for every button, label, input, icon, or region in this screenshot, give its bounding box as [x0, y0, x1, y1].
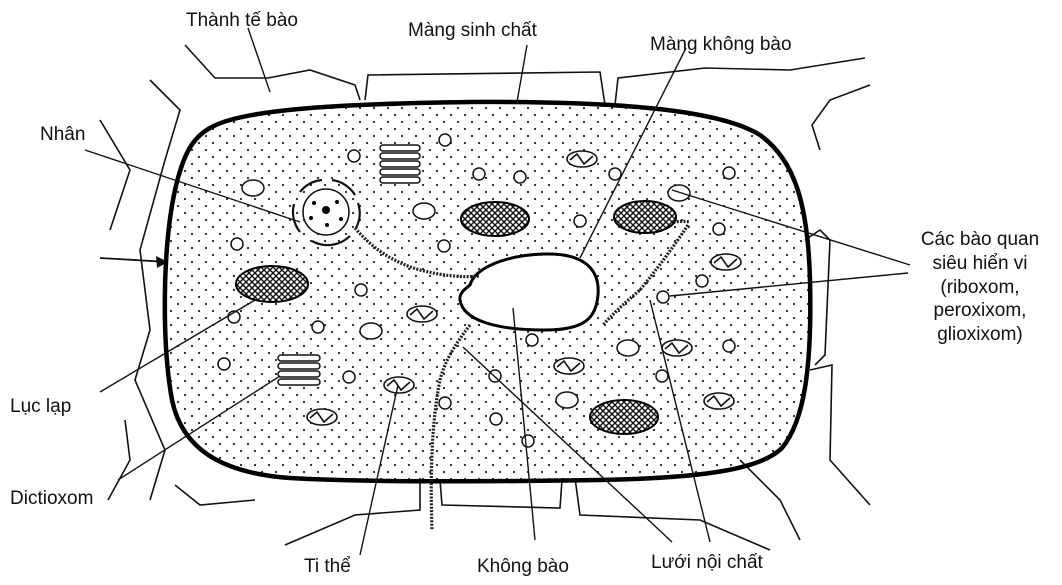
mitochondrion [554, 358, 584, 374]
mitochondrion [407, 306, 437, 322]
mitochondrion [384, 377, 414, 393]
mitochondrion [307, 409, 337, 425]
label-mitochondrion: Ti thể [304, 556, 351, 578]
mitochondrion [711, 254, 741, 270]
label-plasma-membrane: Màng sinh chất [408, 20, 537, 42]
cell-wall-arrow [100, 256, 168, 268]
chloroplast [461, 202, 529, 236]
mitochondrion [662, 340, 692, 356]
dictyosome [380, 145, 420, 183]
label-dictyosome: Dictioxom [10, 488, 93, 510]
chloroplast [614, 201, 676, 233]
label-microbodies: Các bào quan siêu hiển vi (riboxom, pero… [905, 228, 1055, 347]
label-microbodies-line5: glioxixom) [905, 323, 1055, 347]
chloroplast [236, 266, 308, 302]
label-cell-wall: Thành tế bào [186, 10, 298, 32]
label-nucleus: Nhân [40, 124, 85, 146]
mitochondrion [567, 151, 597, 167]
label-chloroplast: Lục lạp [10, 396, 71, 418]
label-microbodies-line3: (riboxom, [905, 276, 1055, 300]
chloroplast [590, 400, 658, 434]
label-microbodies-line4: peroxixom, [905, 299, 1055, 323]
label-microbodies-line1: Các bào quan [905, 228, 1055, 252]
label-vacuole: Không bào [477, 556, 569, 578]
label-microbodies-line2: siêu hiển vi [905, 252, 1055, 276]
label-vacuole-membrane: Màng không bào [650, 34, 792, 56]
label-er: Lưới nội chất [651, 552, 763, 574]
mitochondrion [704, 393, 734, 409]
